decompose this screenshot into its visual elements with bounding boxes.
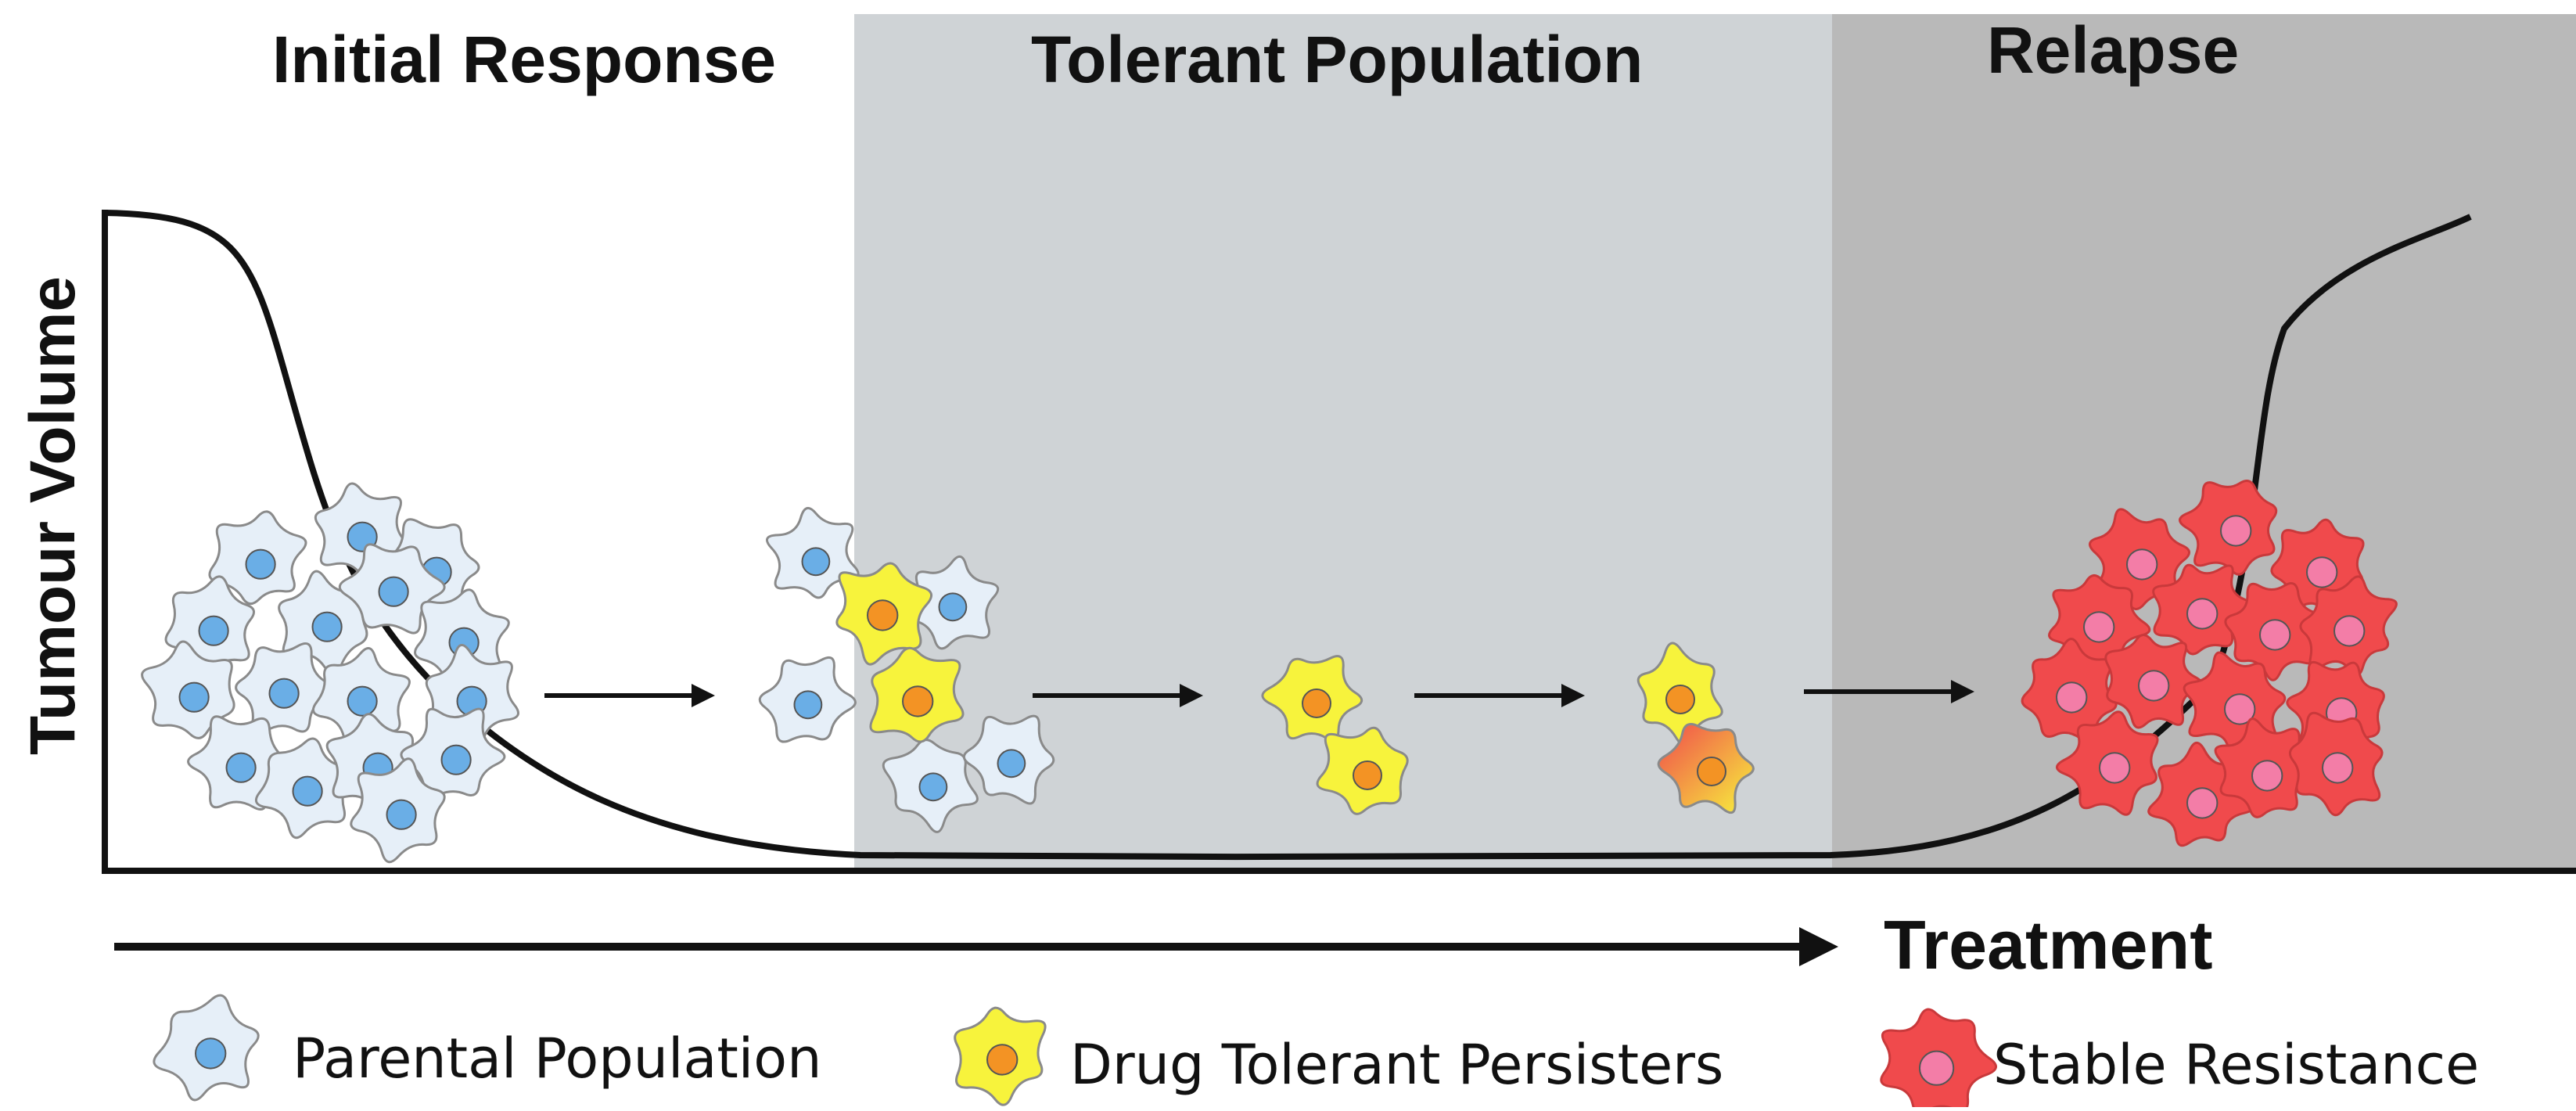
parental-cell <box>235 642 332 735</box>
resistant-cell <box>2056 710 2159 816</box>
persister-cell <box>869 646 965 743</box>
relapse-phase-panel <box>1832 14 2576 871</box>
resistant-cell <box>2299 575 2398 677</box>
phase-title-relapse: Relapse <box>1987 13 2240 87</box>
parental-cell <box>882 739 979 833</box>
persister-cell <box>1261 655 1363 742</box>
resistant-cell <box>2089 508 2190 610</box>
parental-cell <box>758 656 857 743</box>
parental-cell <box>311 647 411 750</box>
resistant-cell <box>2288 711 2384 817</box>
resistant-cell <box>2179 480 2278 576</box>
parental-cell <box>338 543 446 635</box>
parental-cell <box>141 640 235 739</box>
resistant-cell <box>2104 633 2204 729</box>
resistant-cell <box>2214 717 2313 818</box>
parental-cell <box>350 757 446 864</box>
legend-label-persisters: Drug Tolerant Persisters <box>1070 1033 1724 1097</box>
legend-label-resistance: Stable Resistance <box>1993 1033 2480 1097</box>
x-axis-label: Treatment <box>1884 906 2213 983</box>
parental-cell <box>962 714 1055 805</box>
transitioning-cell <box>1657 723 1755 814</box>
legend-icon-parental <box>153 994 260 1102</box>
legend-icon-resistance <box>1880 1008 1997 1111</box>
legend-label-parental: Parental Population <box>293 1027 822 1091</box>
phase-title-initial-response: Initial Response <box>272 23 777 96</box>
tumour-volume-curve <box>104 210 2472 861</box>
parental-cell <box>765 506 860 599</box>
persister-cell <box>1316 726 1409 815</box>
parental-cell <box>187 715 286 811</box>
parental-cell <box>208 510 307 606</box>
parental-cell <box>907 556 1000 650</box>
y-axis-label: Tumour Volume <box>17 276 88 755</box>
legend-icon-persisters <box>954 1006 1047 1106</box>
persister-cell <box>835 562 932 666</box>
phase-title-tolerant-population: Tolerant Population <box>1031 23 1644 96</box>
resistant-cell <box>2224 582 2323 681</box>
persister-cell <box>1636 642 1723 746</box>
